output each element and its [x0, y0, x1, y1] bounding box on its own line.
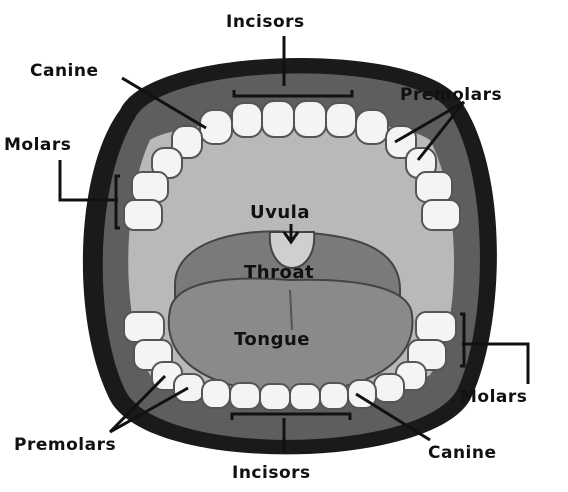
lower-premolar [374, 374, 404, 402]
label-incisors-top: Incisors [226, 12, 305, 32]
upper-canine [356, 110, 388, 144]
lower-incisor [320, 383, 348, 409]
label-canine-top-left: Canine [30, 61, 99, 81]
upper-molar [124, 200, 162, 230]
label-incisors-bottom: Incisors [232, 463, 311, 483]
lower-incisor [260, 384, 290, 410]
upper-molar [416, 172, 452, 202]
lower-molar [124, 312, 164, 342]
label-throat: Throat [244, 262, 314, 283]
lower-incisor [230, 383, 260, 409]
lower-premolar [174, 374, 204, 402]
upper-incisor [294, 101, 326, 137]
lower-canine [202, 380, 230, 408]
lower-molar [416, 312, 456, 342]
label-molars-top-left: Molars [4, 135, 71, 155]
label-premolars-bottom-left: Premolars [14, 435, 116, 455]
label-premolars-top-right: Premolars [400, 85, 502, 105]
label-uvula: Uvula [250, 202, 310, 223]
label-canine-bottom-right: Canine [428, 443, 497, 463]
lower-incisor [290, 384, 320, 410]
upper-incisor [262, 101, 294, 137]
label-tongue: Tongue [234, 329, 310, 350]
upper-incisor [232, 103, 262, 137]
upper-molar [422, 200, 460, 230]
upper-incisor [326, 103, 356, 137]
label-molars-bottom-right: Molars [460, 387, 527, 407]
upper-molar [132, 172, 168, 202]
